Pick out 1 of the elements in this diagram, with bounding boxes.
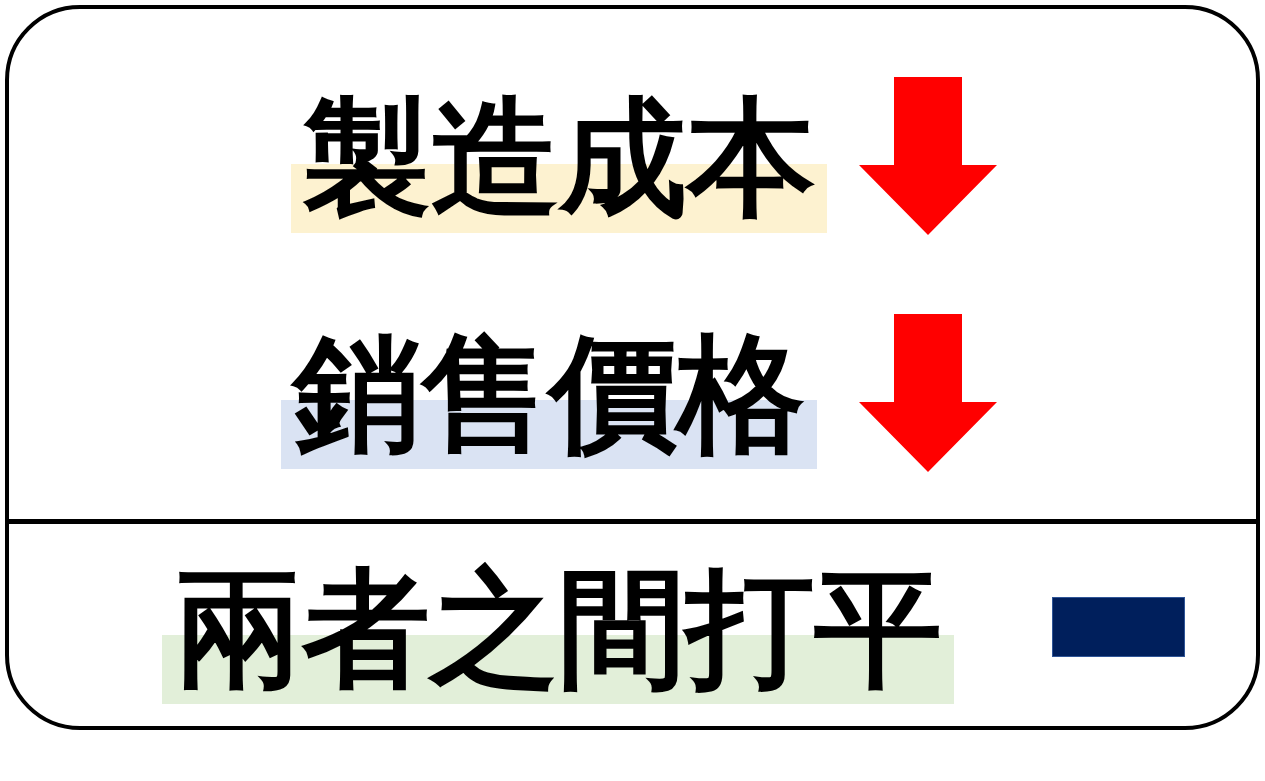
rounded-panel <box>5 5 1260 730</box>
